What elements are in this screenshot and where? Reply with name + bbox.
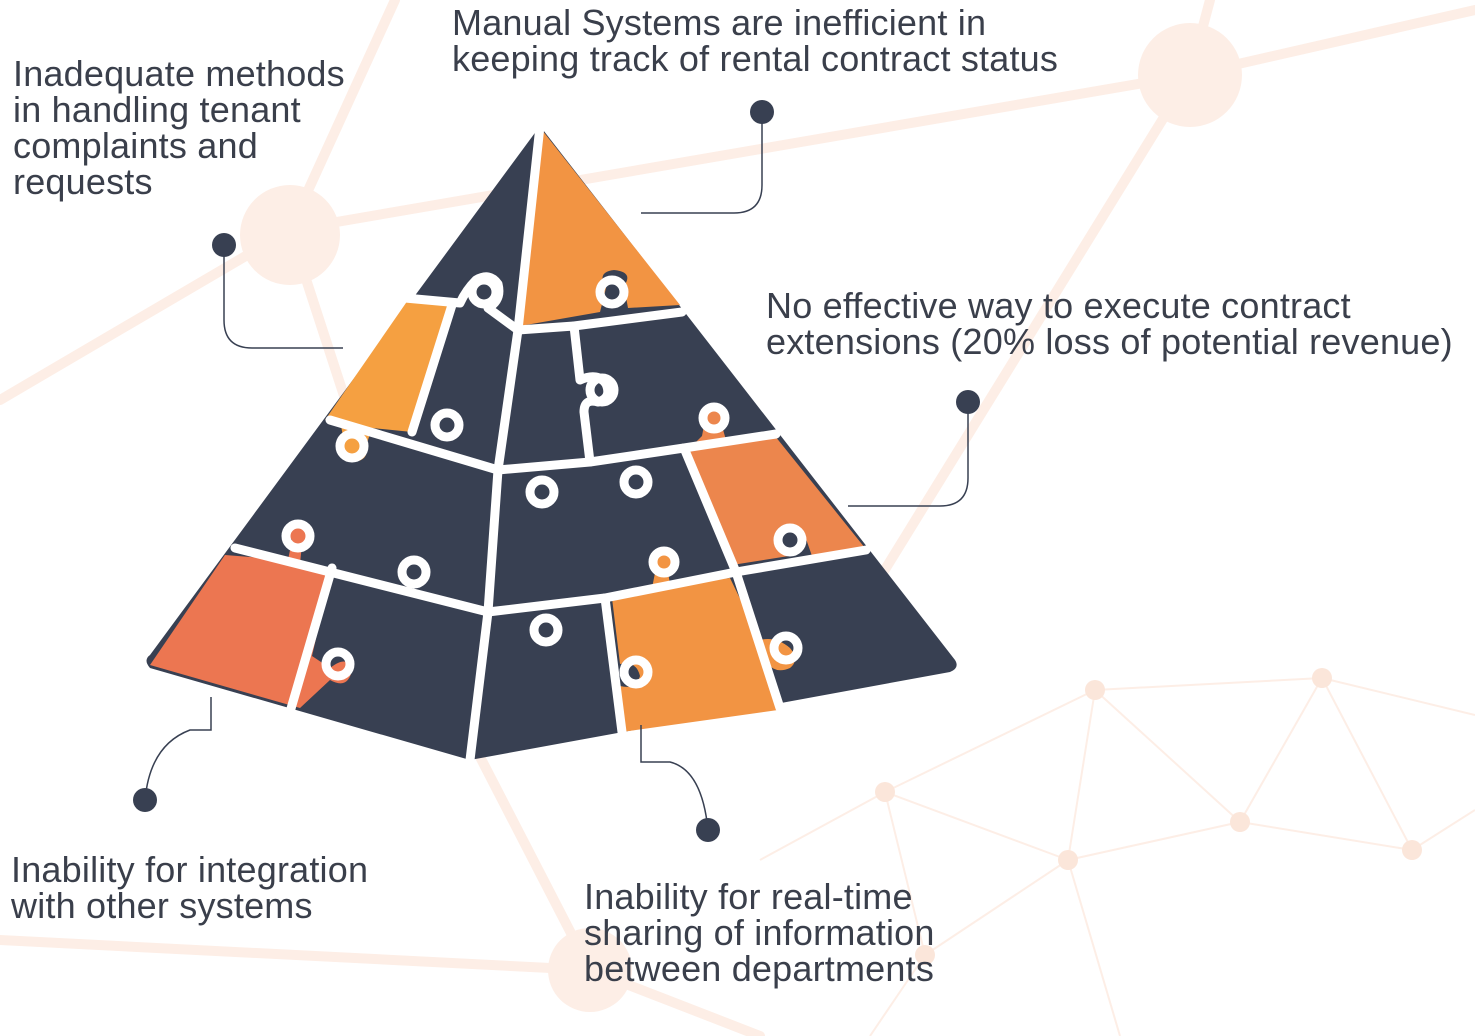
callout-tenant-complaints: Inadequate methods in handling tenant co…: [13, 53, 345, 202]
leader-dot-contract-extensions: [956, 390, 980, 414]
callout-realtime-sharing: Inability for real-time sharing of infor…: [584, 876, 935, 989]
puzzle-piece-bottom-center: [612, 550, 795, 732]
puzzle-piece-middle-right: [688, 406, 865, 565]
callout-contract-extensions: No effective way to execute contract ext…: [766, 285, 1453, 362]
callout-integration: Inability for integration with other sys…: [11, 849, 369, 926]
puzzle-piece-upper-left: [325, 300, 452, 462]
leader-dot-contract-status: [750, 100, 774, 124]
leader-dot-integration: [133, 788, 157, 812]
puzzle-piece-top-right: [520, 130, 680, 326]
callout-contract-status: Manual Systems are inefficient in keepin…: [452, 2, 1059, 79]
leader-dot-realtime-sharing: [696, 818, 720, 842]
leader-dot-tenant-complaints: [212, 233, 236, 257]
pyramid-body: [146, 126, 957, 760]
